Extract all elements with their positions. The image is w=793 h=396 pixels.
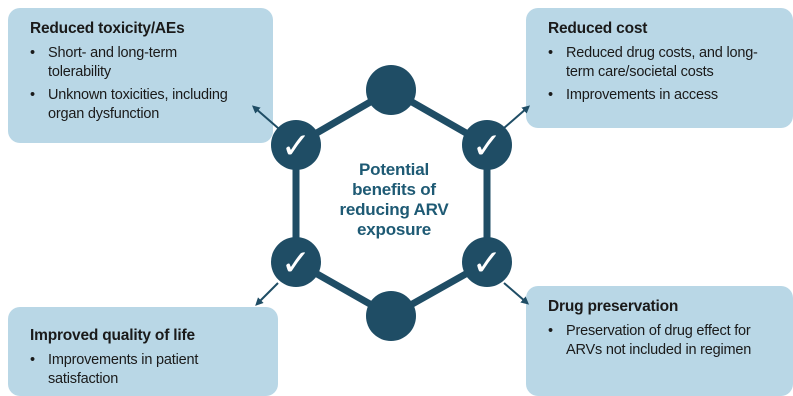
benefit-title: Reduced cost: [548, 20, 648, 37]
check-node-top-left: ✓: [271, 120, 321, 170]
benefit-title: Improved quality of life: [30, 327, 195, 344]
benefit-list: • Reduced drug costs, and long-term care…: [548, 44, 779, 105]
bullet-icon: •: [548, 323, 553, 339]
bullet-icon: •: [30, 87, 35, 103]
hexagon-node-bottom: [366, 291, 416, 341]
list-item: • Improvements in patient satisfaction: [30, 352, 199, 387]
bullet-icon: •: [30, 45, 35, 61]
center-label: Potential benefits of reducing ARV expos…: [330, 160, 458, 240]
arrow-icon: [255, 282, 279, 306]
benefit-box-drug-preservation: Drug preservation • Preservation of drug…: [526, 286, 793, 396]
checkmark-icon: ✓: [472, 243, 502, 284]
center-label-line: exposure: [357, 220, 431, 239]
checkmark-icon: ✓: [472, 126, 502, 167]
benefit-box-reduced-toxicity: Reduced toxicity/AEs • Short- and long-t…: [8, 8, 273, 143]
bullet-icon: •: [30, 352, 35, 368]
center-label-line: reducing ARV: [339, 200, 449, 219]
center-label-line: benefits of: [352, 180, 436, 199]
benefit-box-quality-of-life: Improved quality of life • Improvements …: [8, 307, 278, 396]
list-item: • Improvements in access: [548, 87, 718, 103]
check-node-bottom-right: ✓: [462, 237, 512, 287]
bullet-icon: •: [548, 45, 553, 61]
list-item: • Unknown toxicities, including organ dy…: [30, 87, 228, 122]
arrow-icon: [251, 105, 279, 129]
benefit-title: Drug preservation: [548, 298, 679, 315]
benefit-list: • Short- and long-term tolerability • Un…: [30, 44, 259, 124]
benefit-box-reduced-cost: Reduced cost • Reduced drug costs, and l…: [526, 8, 793, 128]
center-label-line: Potential: [359, 160, 429, 179]
benefit-list: • Improvements in patient satisfaction: [30, 351, 264, 389]
checkmark-icon: ✓: [281, 126, 311, 167]
arrow-icon: [503, 282, 530, 305]
check-node-top-right: ✓: [462, 120, 512, 170]
checkmark-icon: ✓: [281, 243, 311, 284]
list-item: • Short- and long-term tolerability: [30, 45, 177, 80]
benefit-title: Reduced toxicity/AEs: [30, 20, 185, 37]
list-item: • Reduced drug costs, and long-term care…: [548, 45, 758, 80]
list-item: • Preservation of drug effect for ARVs n…: [548, 323, 752, 358]
check-node-bottom-left: ✓: [271, 237, 321, 287]
hexagon-node-top: [366, 65, 416, 115]
arrow-icon: [503, 105, 531, 129]
benefit-list: • Preservation of drug effect for ARVs n…: [548, 322, 779, 360]
bullet-icon: •: [548, 87, 553, 103]
